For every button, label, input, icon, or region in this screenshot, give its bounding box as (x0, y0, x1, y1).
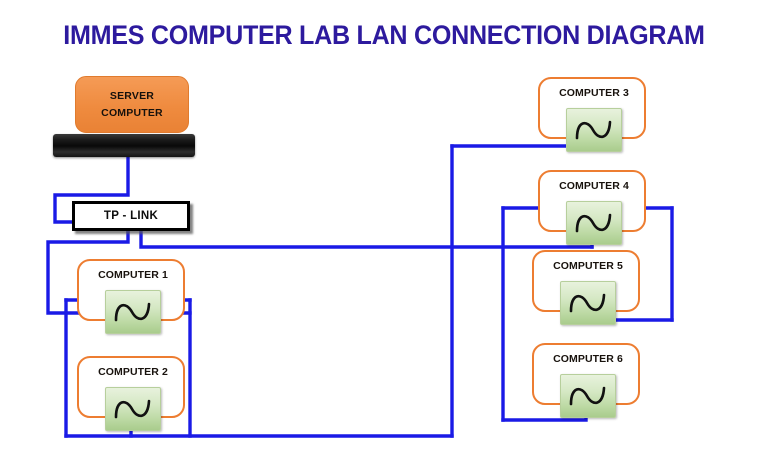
server-label-line2: COMPUTER (101, 107, 163, 119)
computer-5-label: COMPUTER 5 (553, 260, 623, 272)
computer-3-node[interactable]: COMPUTER 3 (538, 77, 646, 152)
wave-icon (105, 387, 161, 431)
wave-icon (566, 201, 622, 245)
wave-icon (566, 108, 622, 152)
computer-4-node[interactable]: COMPUTER 4 (538, 170, 646, 245)
computer-6-node[interactable]: COMPUTER 6 (532, 343, 640, 418)
wave-icon (105, 290, 161, 334)
cable-router-to-right-bank (139, 229, 594, 249)
tp-link-router[interactable]: TP - LINK (72, 201, 190, 231)
tp-link-label: TP - LINK (103, 210, 159, 222)
page-title: IMMES COMPUTER LAB LAN CONNECTION DIAGRA… (63, 20, 705, 50)
server-computer-node[interactable]: SERVER COMPUTER (75, 76, 189, 133)
computer-2-node[interactable]: COMPUTER 2 (77, 356, 185, 431)
computer-1-label: COMPUTER 1 (98, 269, 168, 281)
computer-1-node[interactable]: COMPUTER 1 (77, 259, 185, 334)
wave-icon (560, 281, 616, 325)
wave-icon (560, 374, 616, 418)
computer-2-label: COMPUTER 2 (98, 366, 168, 378)
server-base-unit (53, 134, 195, 157)
server-label-line1: SERVER (109, 90, 155, 102)
computer-4-label: COMPUTER 4 (559, 180, 629, 192)
computer-6-label: COMPUTER 6 (553, 353, 623, 365)
computer-3-label: COMPUTER 3 (559, 87, 629, 99)
computer-5-node[interactable]: COMPUTER 5 (532, 250, 640, 325)
